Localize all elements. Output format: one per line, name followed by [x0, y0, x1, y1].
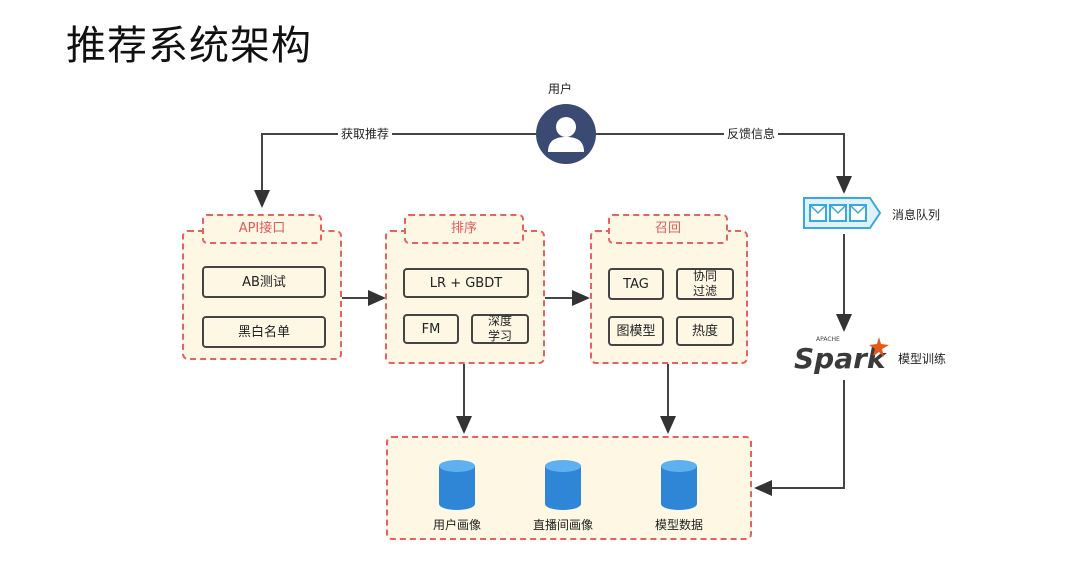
collab-filter-box: 协同过滤	[676, 268, 734, 300]
edge-user-to-api	[254, 133, 536, 208]
edge-label-get-recommendation: 获取推荐	[338, 126, 393, 142]
database-icon	[437, 458, 477, 512]
graph-model-box: 图模型	[608, 316, 664, 346]
storage-user-profile: 用户画像	[432, 518, 481, 532]
storage-model-data: 模型数据	[654, 518, 703, 532]
message-queue-icon	[802, 196, 882, 230]
spark-star-icon	[869, 337, 889, 357]
blacklist-box: 黑白名单	[202, 316, 326, 348]
rank-panel-title: 排序	[404, 214, 524, 244]
tag-box: TAG	[608, 268, 664, 300]
spark-logo-small-text: APACHE	[816, 336, 840, 343]
recall-panel-title: 召回	[608, 214, 728, 244]
fm-box: FM	[403, 314, 459, 344]
deep-learning-box: 深度学习	[471, 314, 529, 344]
storage-room-profile: 直播间画像	[532, 518, 593, 532]
spark-label: 模型训练	[898, 352, 947, 366]
recall-panel: TAG 协同过滤 图模型 热度	[590, 230, 748, 364]
page-title: 推荐系统架构	[66, 23, 312, 69]
ab-test-box: AB测试	[202, 266, 326, 298]
spark-logo: APACHE Spark	[794, 336, 894, 376]
api-panel-title: API接口	[202, 214, 322, 244]
user-avatar-icon	[536, 104, 596, 164]
user-label: 用户	[548, 82, 573, 96]
rank-panel: LR + GBDT FM 深度学习	[385, 230, 545, 364]
database-icon	[543, 458, 583, 512]
database-icon	[659, 458, 699, 512]
edge-label-feedback: 反馈信息	[724, 126, 779, 142]
api-panel: AB测试 黑白名单	[182, 230, 342, 360]
edge-spark-to-storage	[754, 380, 845, 496]
lr-gbdt-box: LR + GBDT	[403, 268, 529, 298]
popularity-box: 热度	[676, 316, 734, 346]
spark-logo-text: Spark	[794, 342, 886, 375]
message-queue-label: 消息队列	[892, 208, 941, 222]
edge-user-to-queue	[596, 133, 852, 194]
